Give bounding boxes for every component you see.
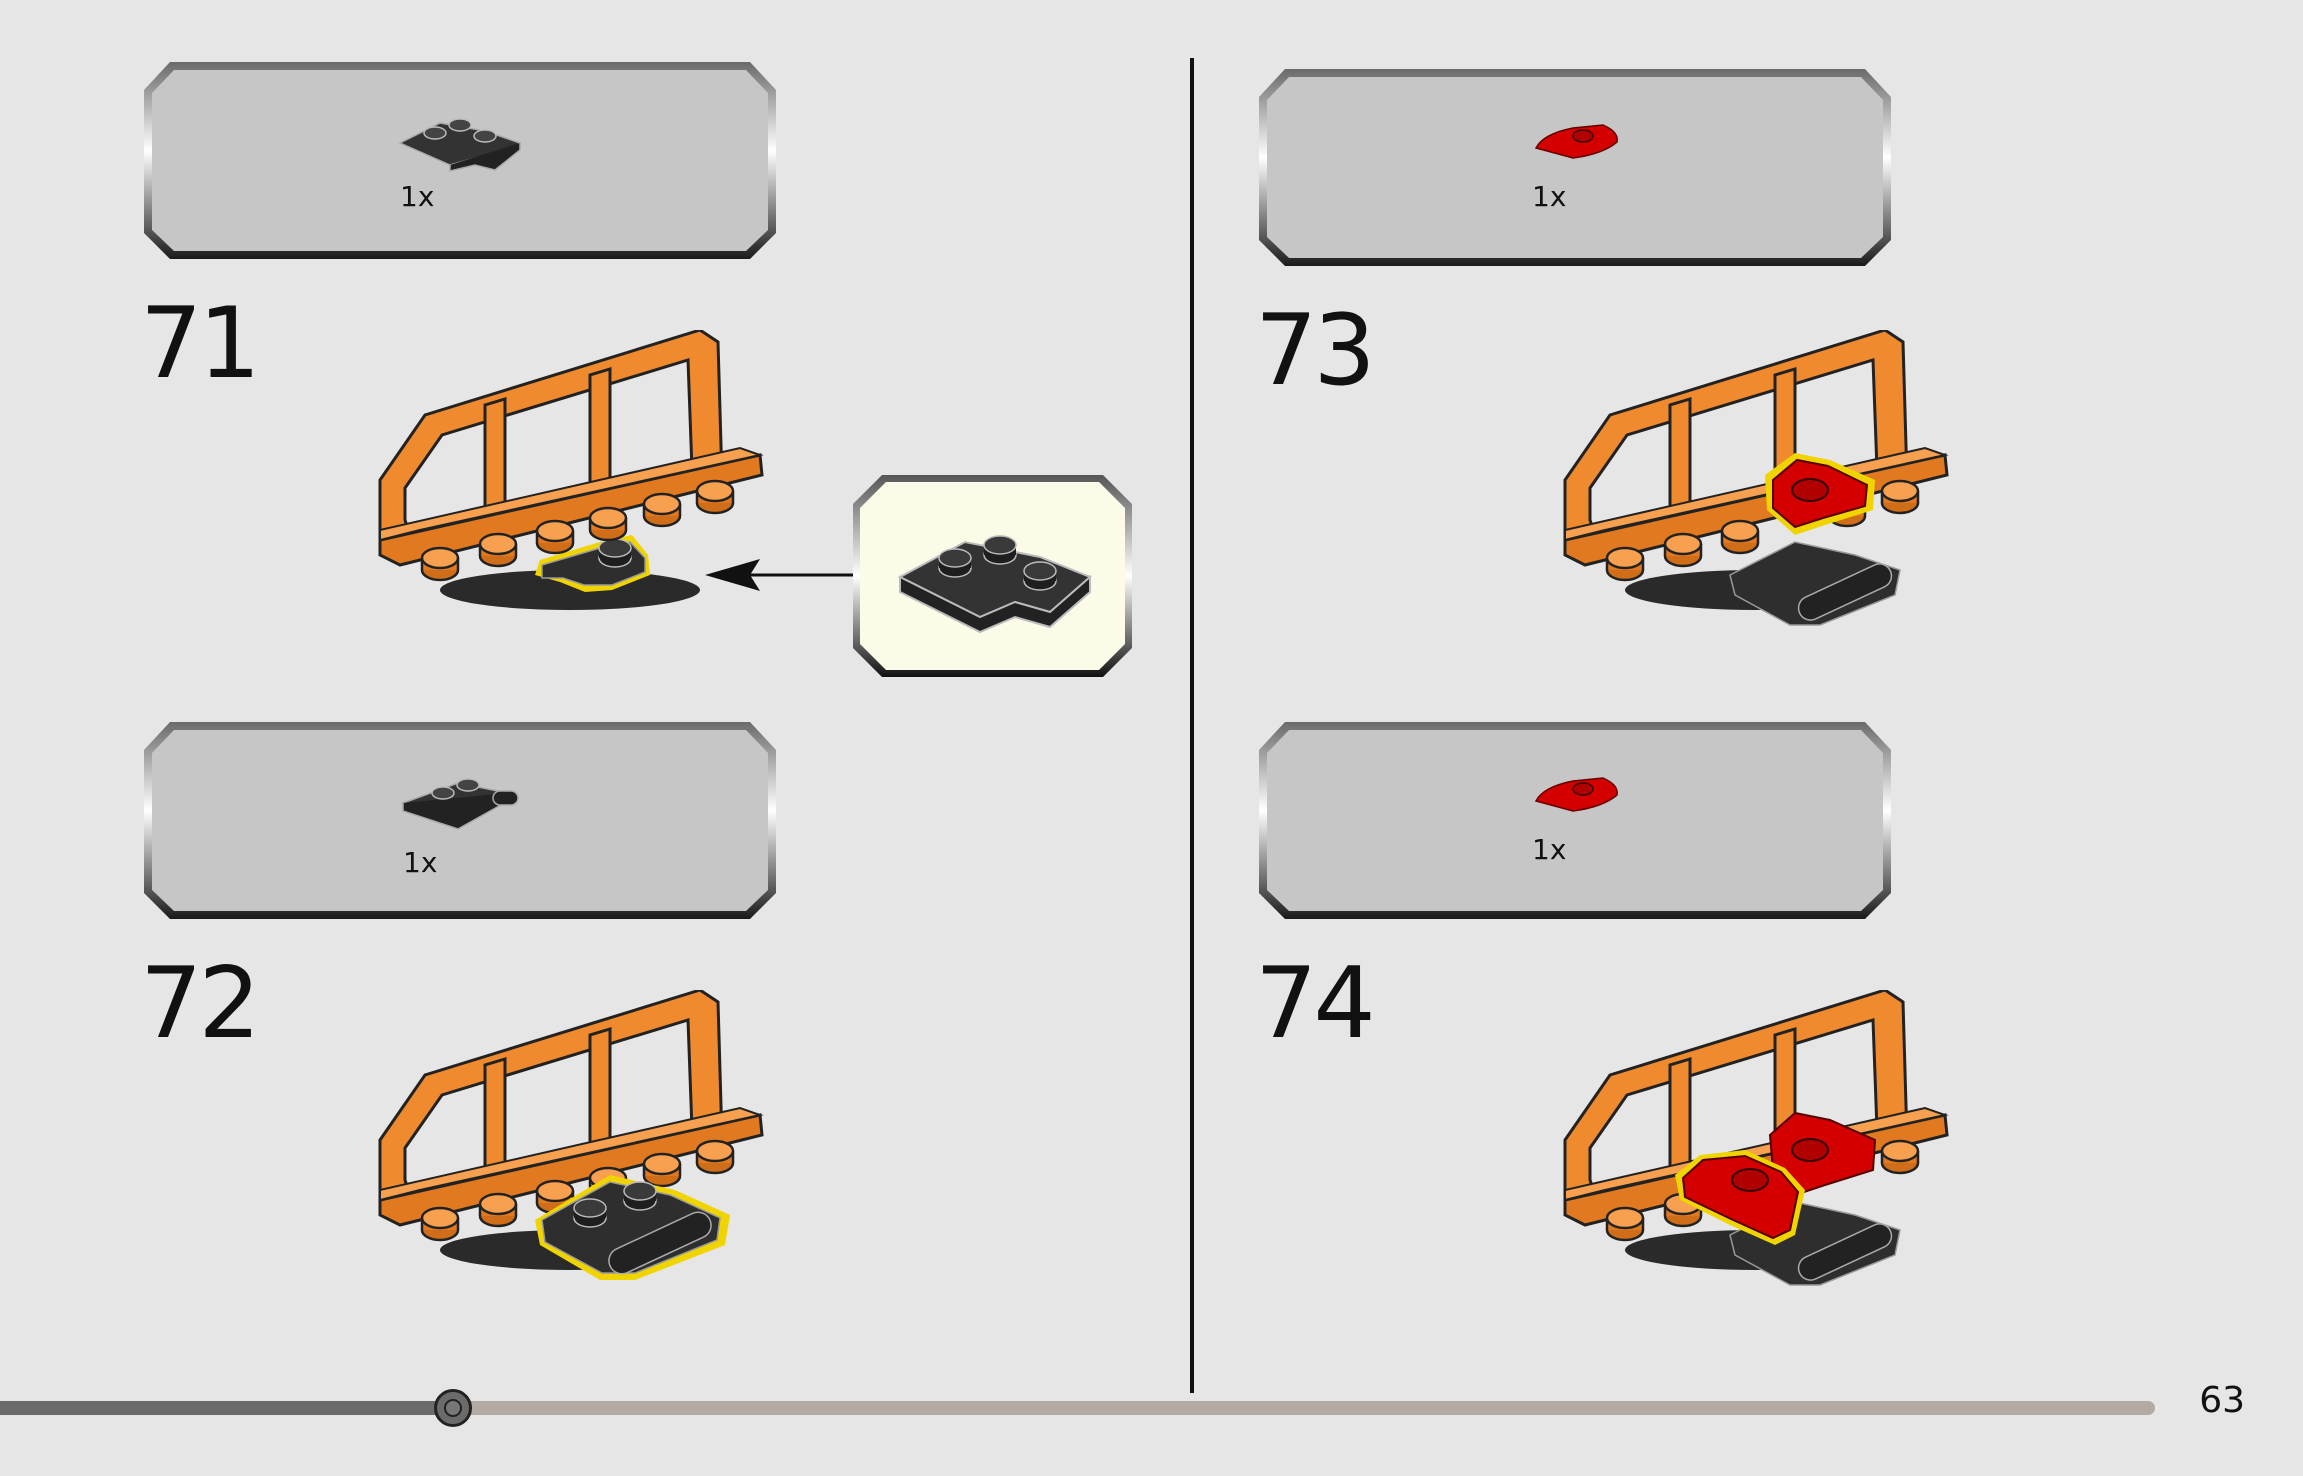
- step-number: 73: [1255, 294, 1376, 408]
- parts-box-step-71: 1x: [140, 58, 780, 263]
- parts-box-step-73: 1x: [1255, 65, 1895, 270]
- new-part-highlight: [1765, 453, 1875, 535]
- part-quantity: 1x: [400, 180, 435, 213]
- dark-gray-wheel-holder-plate-icon: [400, 778, 519, 830]
- step-74-model: [1563, 990, 1949, 1286]
- step-number: 71: [140, 287, 261, 401]
- column-divider: [1190, 58, 1194, 1393]
- step-73-model: [1563, 330, 1949, 626]
- parts-box-step-72: 1x: [140, 718, 780, 923]
- step-71-model: [378, 330, 764, 612]
- part-quantity: 1x: [403, 846, 438, 879]
- part-quantity: 1x: [1532, 833, 1567, 866]
- step-72-model: [378, 990, 764, 1280]
- new-part-highlight: [535, 535, 650, 592]
- callout-box: [850, 472, 1135, 680]
- arrow-icon: [705, 559, 860, 591]
- red-curved-plate-icon: [1534, 777, 1618, 812]
- dark-gray-corner-plate-icon: [398, 118, 522, 172]
- page-progress-fill: [0, 1401, 453, 1415]
- page-progress-knob[interactable]: [433, 1389, 472, 1427]
- step-number: 72: [140, 947, 261, 1061]
- new-part-highlight: [535, 1175, 730, 1280]
- new-part-highlight: [1675, 1150, 1805, 1245]
- red-curved-plate-icon: [1534, 124, 1618, 159]
- page-number: 63: [2199, 1380, 2245, 1421]
- part-quantity: 1x: [1532, 180, 1567, 213]
- step-number: 74: [1255, 947, 1376, 1061]
- page-progress-bar[interactable]: [0, 1401, 2155, 1415]
- parts-box-step-74: 1x: [1255, 718, 1895, 923]
- dark-gray-corner-plate-icon: [897, 535, 1092, 634]
